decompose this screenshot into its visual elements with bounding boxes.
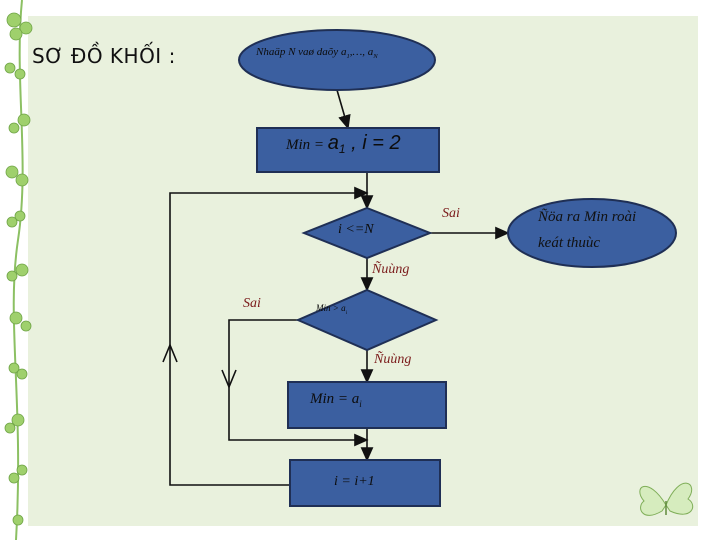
end-line-1: Ñöa ra Min roài <box>538 204 636 230</box>
init-a-sub: 1 <box>339 142 346 156</box>
min-true-label: Ñuùng <box>374 352 411 368</box>
init-rest: , i = 2 <box>346 132 401 154</box>
start-node-label: Nhaäp N vaø daõy a <box>256 46 346 58</box>
init-a: a <box>328 132 339 154</box>
start-node-sub2: N <box>373 53 377 60</box>
loop-condition-text: i <=N <box>338 222 374 238</box>
butterfly-decoration <box>640 483 693 515</box>
end-node-text: Ñöa ra Min roài keát thuùc <box>538 204 636 256</box>
loop-true-label: Ñuùng <box>372 262 409 278</box>
min-condition-sub: i <box>346 310 348 316</box>
loop-false-label: Sai <box>442 206 460 222</box>
min-condition-label: Min > a <box>316 303 346 313</box>
assign-min-sub: i <box>359 399 362 409</box>
start-node-mid: ,…, a <box>350 46 374 58</box>
end-line-2: keát thuùc <box>538 230 636 256</box>
init-node-text: Min = a1 , i = 2 <box>286 132 401 156</box>
min-false-label: Sai <box>243 296 261 312</box>
min-condition-diamond <box>298 290 436 350</box>
init-min-part: Min = <box>286 137 328 153</box>
edge-start-to-init <box>337 90 348 128</box>
start-node-text: Nhaäp N vaø daõy a1,…, aN <box>256 46 378 60</box>
assign-min-text: Min = ai <box>310 391 362 409</box>
min-condition-text: Min > ai <box>316 303 347 316</box>
assign-min-label: Min = a <box>310 391 359 407</box>
increment-text: i = i+1 <box>334 474 375 490</box>
